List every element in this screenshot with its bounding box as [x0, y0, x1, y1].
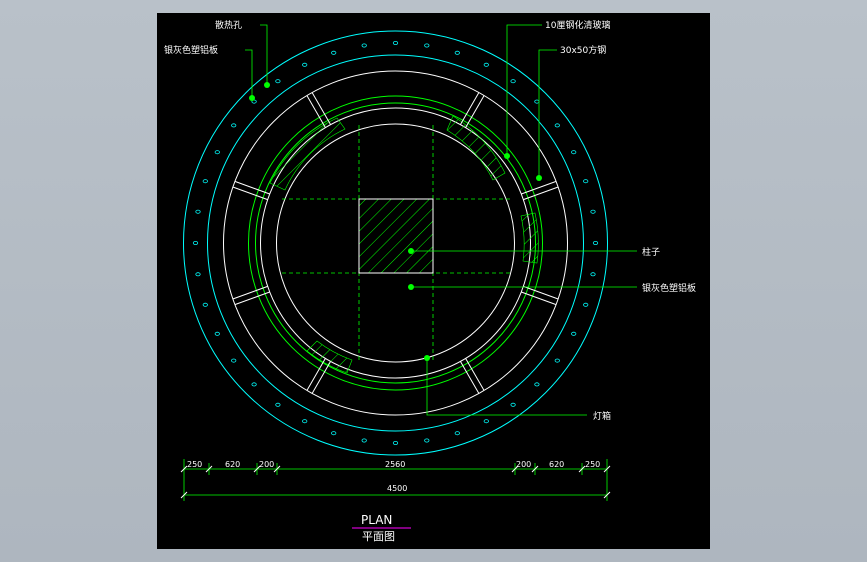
vent-hole [214, 331, 220, 336]
rib-line [459, 92, 480, 125]
vent-hole [571, 150, 577, 155]
rib-line [459, 361, 480, 394]
vent-hole [361, 438, 367, 443]
label-silver-plate-top: 银灰色塑铝板 [164, 44, 218, 56]
glass-hatch-bottom [306, 340, 353, 374]
rib-line [521, 291, 557, 306]
dim-segment-7: 250 [585, 460, 600, 469]
dim-segment-3: 200 [259, 460, 274, 469]
label-tempered-glass: 10厘钢化清玻璃 [545, 19, 610, 31]
vent-hole [195, 209, 201, 214]
dim-segment-6: 620 [549, 460, 564, 469]
rib-line [521, 180, 557, 195]
rib-line [232, 186, 268, 201]
cad-drawing-canvas: 散热孔 银灰色塑铝板 10厘钢化清玻璃 30x50方钢 柱子 银灰色塑铝板 灯箱… [157, 13, 710, 549]
label-light-box: 灯箱 [593, 410, 611, 422]
glass-hatch-right2 [520, 212, 539, 264]
rib-line [311, 361, 332, 394]
vent-hole [510, 402, 516, 407]
white-ring-inner [276, 123, 515, 363]
plan-title: PLAN [361, 513, 392, 527]
glass-hatch-top [269, 117, 346, 191]
plan-drawing: 散热孔 银灰色塑铝板 10厘钢化清玻璃 30x50方钢 柱子 银灰色塑铝板 灯箱… [164, 19, 696, 543]
rib-line [465, 95, 485, 128]
vent-hole [454, 50, 460, 55]
vent-hole [231, 358, 237, 363]
vent-hole [202, 179, 208, 184]
vent-hole [192, 240, 199, 245]
rib-line [306, 358, 326, 391]
vent-hole [590, 209, 596, 214]
vent-hole [554, 358, 560, 363]
glass-hatch-right [446, 115, 506, 181]
vent-hole [302, 419, 308, 424]
label-column: 柱子 [642, 246, 660, 258]
vent-hole [202, 302, 208, 307]
dimension-ticks [180, 465, 611, 499]
white-ring-outer [223, 70, 568, 416]
rib-line [523, 285, 559, 300]
label-vent-holes: 散热孔 [215, 19, 242, 31]
vent-hole [275, 402, 281, 407]
outer-ring [183, 30, 608, 456]
rib-line [234, 180, 270, 195]
dim-total: 4500 [387, 484, 407, 493]
dim-segment-1: 250 [187, 460, 202, 469]
vent-holes [192, 40, 599, 445]
vent-hole [534, 99, 540, 104]
vent-hole [251, 382, 257, 387]
vent-hole [424, 43, 430, 48]
vent-hole [302, 62, 308, 67]
leader-lines [245, 24, 637, 416]
vent-hole [424, 438, 430, 443]
rib-line [523, 186, 559, 201]
glass-ring-outer [248, 95, 543, 391]
rib-line [311, 92, 332, 125]
rib-line [465, 358, 485, 391]
outer-ring-inner [207, 54, 584, 432]
dim-segment-5: 200 [516, 460, 531, 469]
vent-hole [592, 240, 599, 245]
vent-hole [392, 40, 399, 45]
vent-hole [583, 302, 589, 307]
label-silver-plate-right: 银灰色塑铝板 [642, 282, 696, 294]
dim-segment-2: 620 [225, 460, 240, 469]
vent-hole [331, 50, 337, 55]
leader-dots [249, 82, 542, 361]
vent-hole [275, 79, 281, 84]
vent-hole [454, 431, 460, 436]
dim-segment-4: 2560 [385, 460, 405, 469]
vent-hole [483, 419, 489, 424]
radial-ribs [232, 92, 559, 394]
vent-hole [590, 272, 596, 277]
vent-hole [214, 150, 220, 155]
rib-line [232, 285, 268, 300]
vent-hole [195, 272, 201, 277]
vent-hole [483, 62, 489, 67]
rib-line [306, 95, 326, 128]
plan-subtitle: 平面图 [362, 530, 395, 543]
vent-hole [361, 43, 367, 48]
vent-hole [231, 123, 237, 128]
column-square [358, 198, 434, 274]
vent-hole [583, 179, 589, 184]
vent-hole [392, 440, 399, 445]
vent-hole [534, 382, 540, 387]
label-square-steel: 30x50方钢 [560, 44, 606, 56]
vent-hole [331, 431, 337, 436]
vent-hole [554, 123, 560, 128]
vent-hole [510, 79, 516, 84]
rib-line [234, 291, 270, 306]
vent-hole [571, 331, 577, 336]
